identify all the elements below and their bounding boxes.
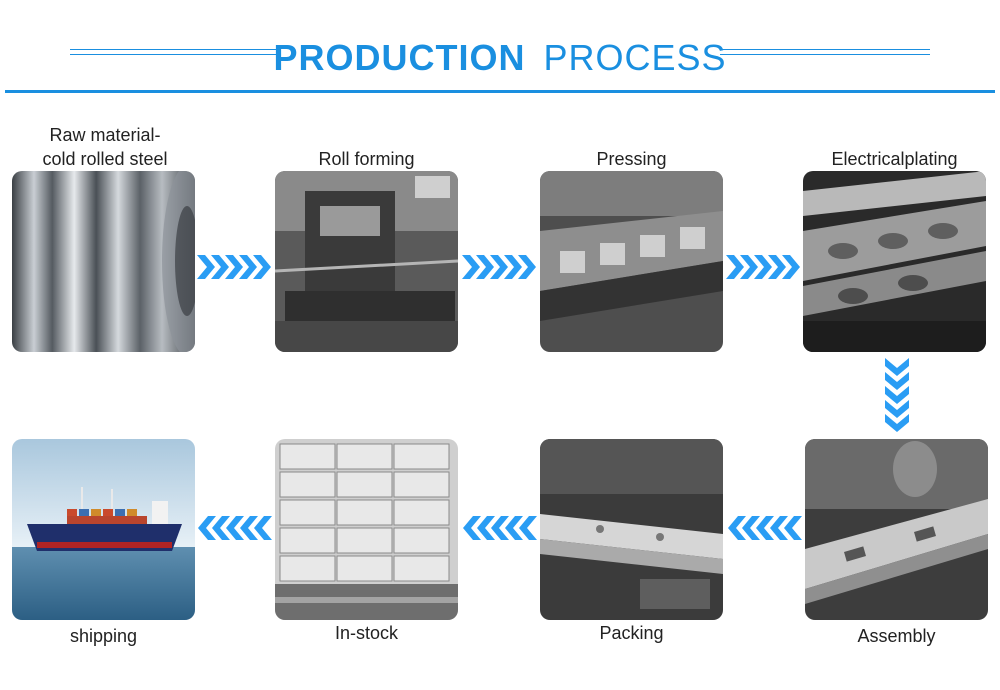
chevron-right-icon (197, 255, 271, 279)
chevron-down-icon (885, 358, 909, 432)
shipping-photo (12, 439, 195, 620)
title-rule-left-bottom (70, 54, 280, 55)
header-divider (5, 90, 995, 93)
step-label-pressing: Pressing (596, 149, 667, 169)
chevron-left-icon (728, 516, 802, 540)
roll-forming-photo (275, 171, 458, 352)
chevron-left-icon (198, 516, 272, 540)
pressing-photo (540, 171, 723, 352)
steel-coil-photo (12, 171, 195, 352)
step-label-raw-material: Raw material- cold rolled steel (42, 125, 168, 169)
step-label-roll-forming: Roll forming (318, 149, 415, 169)
step-label-shipping: shipping (69, 626, 138, 646)
packing-photo (540, 439, 723, 620)
title-rule-right-top (720, 49, 930, 50)
chevron-left-icon (463, 516, 537, 540)
step-label-packing: Packing (599, 623, 664, 643)
title-light: PROCESS (543, 37, 727, 78)
chevron-right-icon (462, 255, 536, 279)
in-stock-photo (275, 439, 458, 620)
page-header: PRODUCTION PROCESS (0, 30, 1000, 90)
page-title: PRODUCTION PROCESS (0, 36, 1000, 80)
chevron-right-icon (726, 255, 800, 279)
step-label-in-stock: In-stock (334, 623, 399, 643)
title-rule-left-top (70, 49, 280, 50)
title-rule-right-bottom (720, 54, 930, 55)
electricalplating-photo (803, 171, 986, 352)
assembly-photo (805, 439, 988, 620)
step-label-assembly: Assembly (857, 626, 936, 646)
title-bold: PRODUCTION (273, 37, 526, 78)
step-label-electricalplating: Electricalplating (831, 149, 958, 169)
